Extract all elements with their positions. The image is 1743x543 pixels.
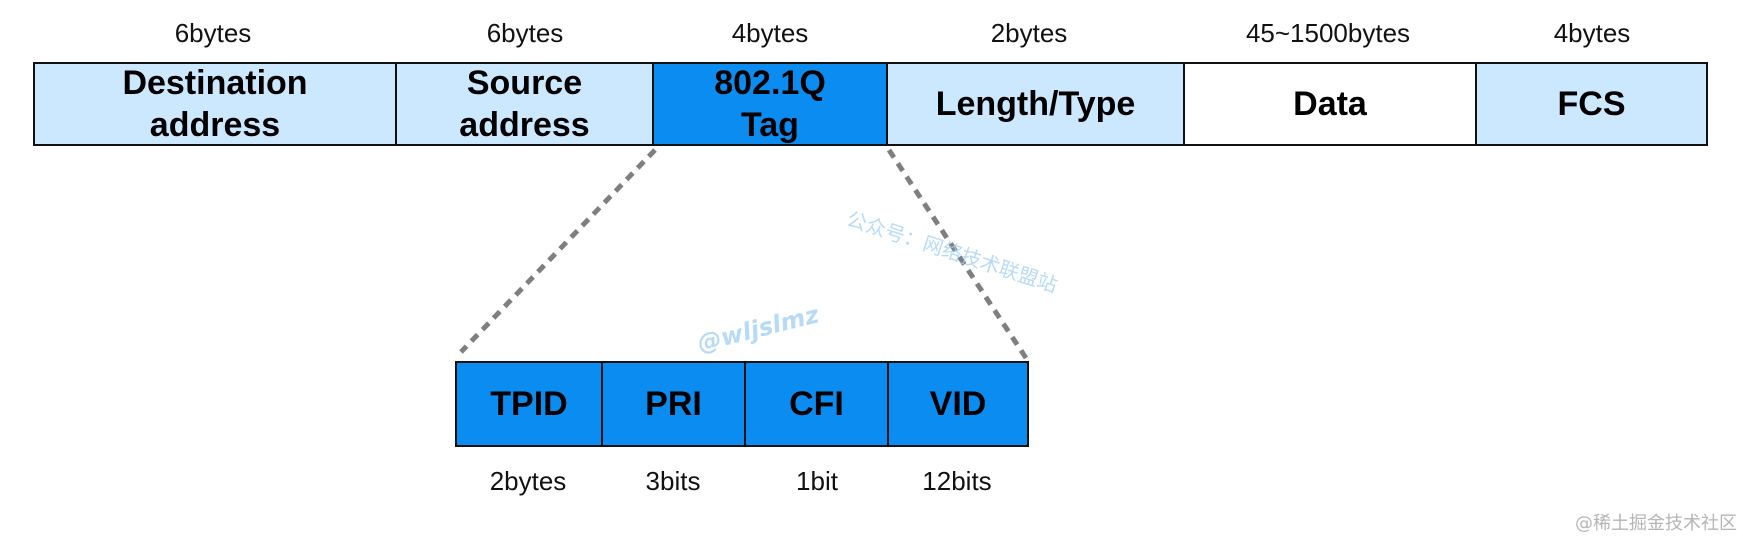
- field-length-type: Length/Type: [888, 64, 1185, 144]
- size-label-length-type: 2bytes: [990, 18, 1068, 48]
- handle-watermark: @wljslmz: [694, 300, 822, 358]
- tag-subfields: TPID PRI CFI VID: [455, 361, 1029, 447]
- field-fcs: FCS: [1477, 64, 1706, 144]
- size-label-cfi: 1bit: [796, 466, 838, 496]
- subfield-vid: VID: [929, 384, 987, 423]
- field-source-address: Source address: [397, 64, 654, 144]
- size-label-pri: 3bits: [645, 466, 701, 496]
- field-data: Data: [1185, 64, 1477, 144]
- size-label-destination: 6bytes: [174, 18, 252, 48]
- size-label-tpid: 2bytes: [489, 466, 567, 496]
- wechat-watermark: 公众号：网络技术联盟站: [843, 206, 1061, 298]
- connector-left-line: [459, 148, 657, 354]
- ethernet-frame: Destination address Source address 802.1…: [33, 62, 1708, 146]
- subfield-tpid: TPID: [457, 363, 603, 445]
- size-label-fcs: 4bytes: [1553, 18, 1631, 48]
- size-label-tag: 4bytes: [731, 18, 809, 48]
- size-label-data: 45~1500bytes: [1245, 18, 1411, 48]
- field-8021q-tag: 802.1Q Tag: [654, 64, 888, 144]
- field-destination-address: Destination address: [35, 64, 397, 144]
- subfield-pri: PRI: [603, 363, 746, 445]
- site-watermark: @稀土掘金技术社区: [1575, 513, 1737, 534]
- size-label-source: 6bytes: [486, 18, 564, 48]
- size-label-vid: 12bits: [922, 466, 992, 496]
- subfield-cfi: CFI: [746, 363, 889, 445]
